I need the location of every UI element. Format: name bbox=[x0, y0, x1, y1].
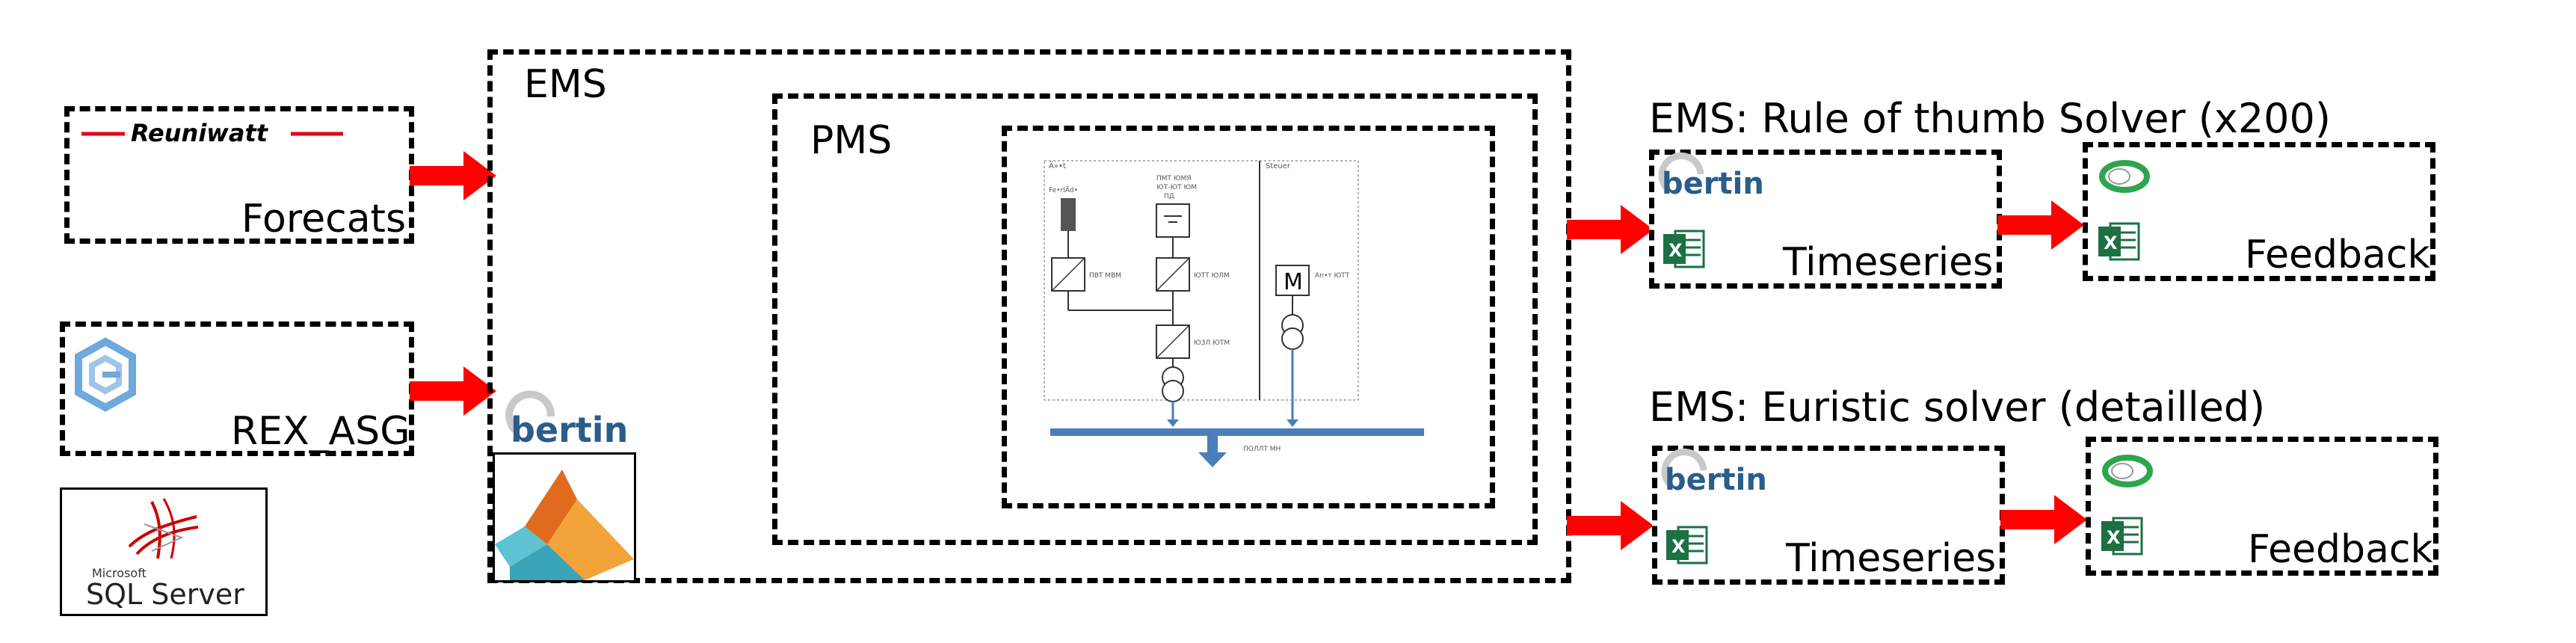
solver2-feedback-logo-icon bbox=[2101, 452, 2154, 493]
schematic-label-2: ПМТ ЮМЯ bbox=[1156, 175, 1192, 182]
rex-logo-icon bbox=[75, 337, 136, 412]
solver1-bertin-text: bertin bbox=[1662, 167, 1764, 201]
schematic-right-header: Steuer bbox=[1266, 162, 1291, 170]
reuniwatt-logo: Reuniwatt bbox=[81, 117, 403, 150]
solver1-timeseries-box: bertin X Timeseries bbox=[1649, 150, 2002, 289]
sql-server-logo: Microsoft SQL Server bbox=[60, 487, 268, 616]
solver2-excel-icon: X bbox=[1665, 523, 1710, 570]
solver2-bertin-text: bertin bbox=[1665, 463, 1767, 497]
solver2-feedback-excel-icon: X bbox=[2100, 514, 2145, 562]
schematic-left-header: Ä»•t bbox=[1049, 161, 1066, 170]
forecasts-label: Forecats bbox=[241, 197, 407, 241]
ems-label: EMS bbox=[524, 62, 607, 107]
svg-text:X: X bbox=[2104, 233, 2118, 253]
schematic-label-8: Ап•т ЮТТ bbox=[1315, 272, 1350, 280]
svg-text:X: X bbox=[1671, 536, 1686, 557]
svg-text:X: X bbox=[2107, 527, 2121, 548]
schematic-label-6: ЮТТ ЮЛМ bbox=[1194, 272, 1230, 280]
solver2-feedback-box: X Feedback bbox=[2086, 437, 2438, 576]
ems-bertin-text: bertin bbox=[511, 410, 628, 450]
arrow-solver2-timeseries-to-feedback bbox=[2000, 495, 2087, 544]
solver1-feedback-logo-icon bbox=[2098, 158, 2151, 198]
sql-server-label: SQL Server bbox=[86, 578, 244, 611]
ems-box: EMS bertin PMS Ä»•t Steuer bbox=[487, 49, 1571, 583]
solver2-bertin-logo: bertin bbox=[1661, 448, 1811, 505]
rex-label: REX_ASG bbox=[231, 409, 410, 454]
schematic-box: Ä»•t Steuer Fe•rlÄd• ПВТ МВМ ПМТ ЮМЯ ЮТ-… bbox=[1002, 126, 1495, 508]
power-schematic: Ä»•t Steuer Fe•rlÄd• ПВТ МВМ ПМТ ЮМЯ ЮТ-… bbox=[1044, 160, 1424, 467]
solver2-timeseries-box: bertin X Timeseries bbox=[1652, 446, 2005, 585]
schematic-motor-label: M bbox=[1284, 269, 1303, 295]
schematic-label-1: Fe•rlÄd• bbox=[1049, 186, 1078, 194]
solver2-feedback-label: Feedback bbox=[2248, 527, 2433, 572]
rex-box: REX_ASG bbox=[60, 322, 414, 456]
schematic-label-5: ПВТ МВМ bbox=[1089, 272, 1121, 280]
schematic-label-3: ЮТ-ЮТ ЮМ bbox=[1156, 184, 1197, 191]
solver2-timeseries-label: Timeseries bbox=[1786, 536, 1997, 581]
arrow-solver1-timeseries-to-feedback bbox=[1997, 200, 2084, 250]
solver1-feedback-box: X Feedback bbox=[2083, 142, 2435, 281]
schematic-label-7: ЮЗЛ ЮТМ bbox=[1194, 339, 1230, 347]
pms-label: PMS bbox=[810, 118, 893, 163]
reuniwatt-logo-text: Reuniwatt bbox=[131, 119, 269, 147]
sql-server-icon bbox=[122, 494, 204, 566]
pms-box: PMS Ä»•t Steuer Fe•rlÄd• ПВТ МВМ П bbox=[772, 93, 1538, 545]
sql-server-brand: Microsoft bbox=[92, 566, 147, 580]
solver1-bertin-logo: bertin bbox=[1658, 152, 1808, 209]
schematic-label-4: ПД bbox=[1164, 193, 1174, 200]
solver2-title: EMS: Euristic solver (detailled) bbox=[1649, 384, 2266, 431]
matlab-icon bbox=[493, 452, 636, 582]
solver1-title: EMS: Rule of thumb Solver (x200) bbox=[1649, 95, 2331, 142]
svg-text:X: X bbox=[1668, 240, 1683, 261]
arrow-ems-to-solver1 bbox=[1567, 205, 1654, 254]
arrow-ems-to-solver2 bbox=[1567, 501, 1654, 550]
solver1-excel-icon: X bbox=[1662, 227, 1707, 274]
schematic-label-9: ПОЛЛТ МН bbox=[1243, 446, 1281, 453]
solver1-timeseries-label: Timeseries bbox=[1783, 240, 1994, 285]
arrow-forecasts-to-ems bbox=[410, 151, 496, 200]
solver1-feedback-label: Feedback bbox=[2245, 233, 2430, 277]
arrow-rex-to-ems bbox=[410, 366, 496, 416]
ems-bertin-logo: bertin bbox=[505, 390, 671, 452]
forecasts-box: Reuniwatt Forecats bbox=[64, 106, 414, 244]
solver1-feedback-excel-icon: X bbox=[2097, 219, 2142, 267]
